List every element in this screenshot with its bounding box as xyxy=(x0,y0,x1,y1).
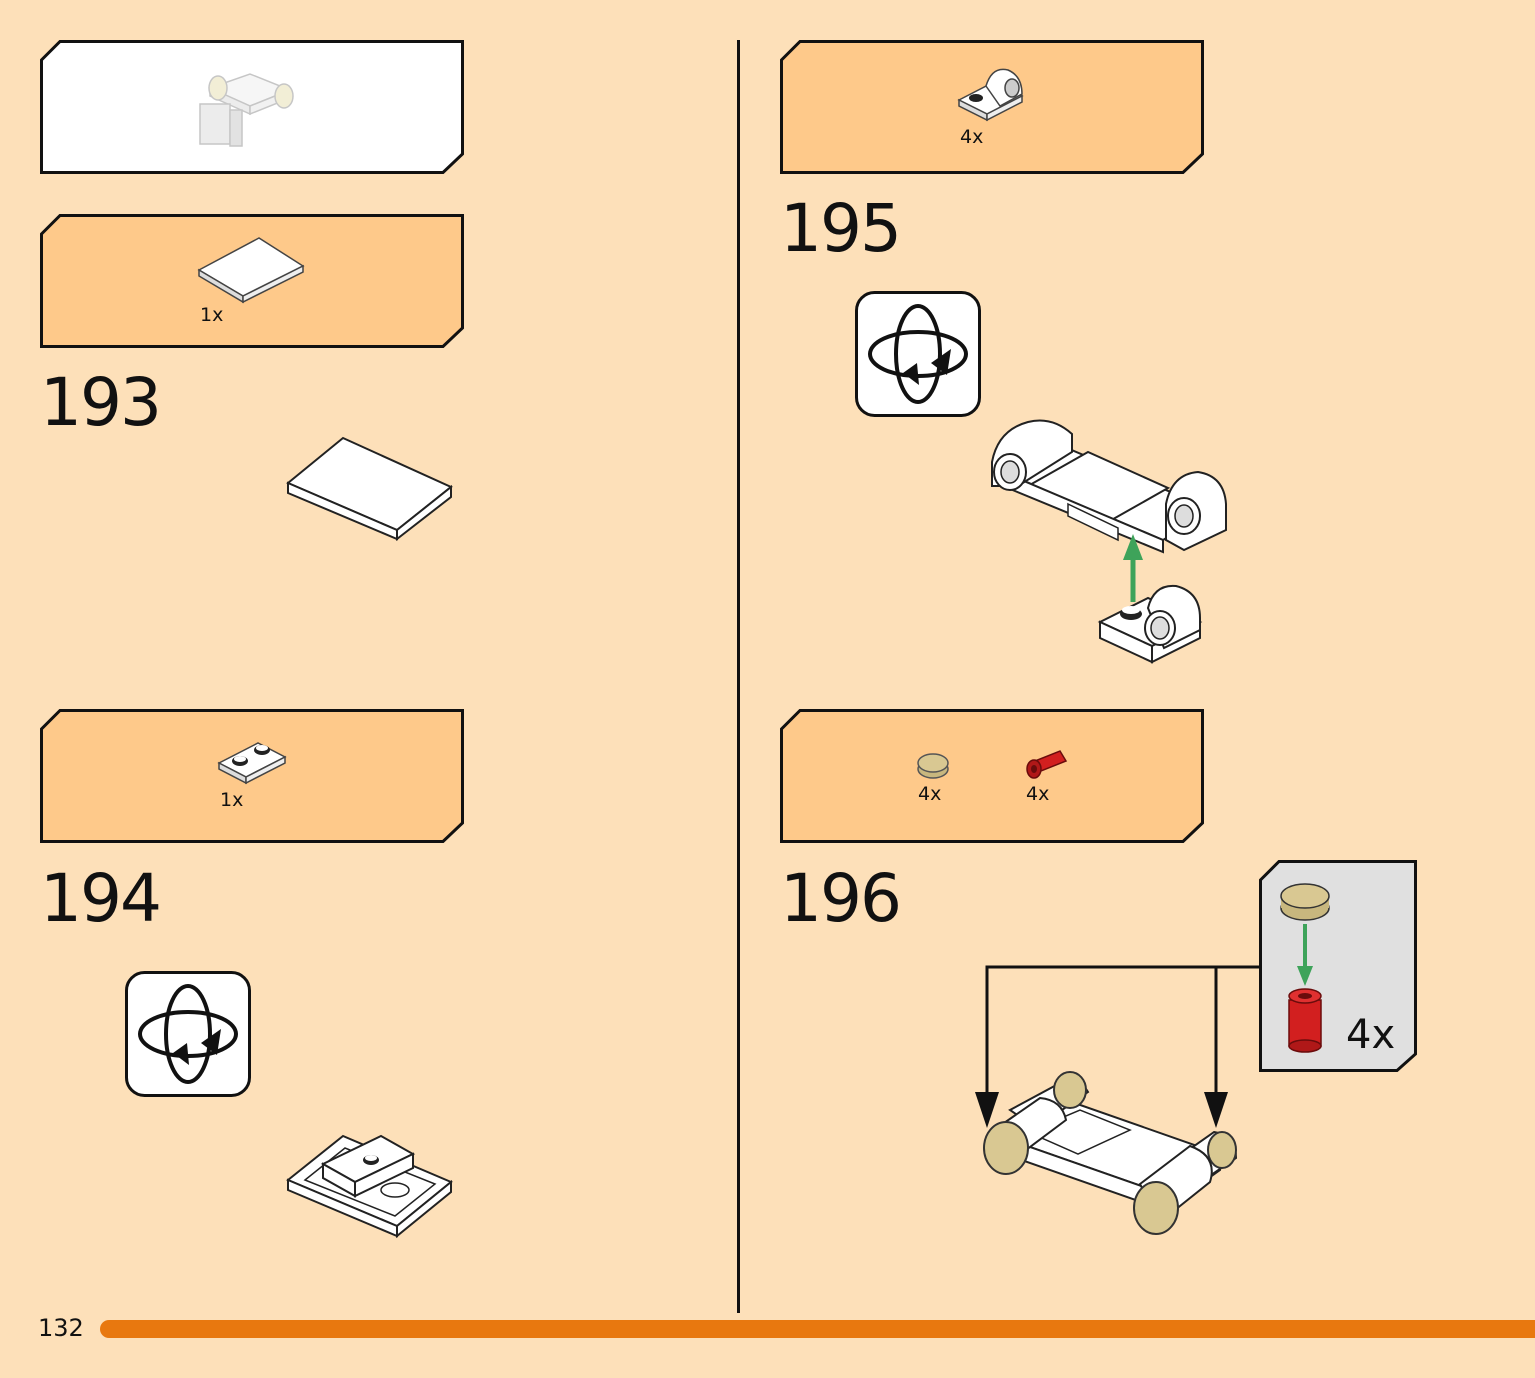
part-quantity: 1x xyxy=(220,789,244,811)
part-quantity: 4x xyxy=(918,783,942,805)
step-196-model xyxy=(975,965,1259,1235)
part-quantity: 1x xyxy=(200,304,224,326)
submodel-preview-icon xyxy=(199,73,294,147)
parts-box-step-196: 4x 4x xyxy=(780,709,1204,843)
red-pin-connector-icon xyxy=(1026,750,1068,779)
parts-box-step-194: 1x xyxy=(40,709,464,843)
rotate-model-icon xyxy=(125,971,251,1097)
callout-quantity: 4x xyxy=(1346,1012,1396,1058)
sub-assembly-callout xyxy=(1259,860,1417,1072)
column-divider xyxy=(737,40,740,1313)
parts-box-step-193: 1x xyxy=(40,214,464,348)
submodel-preview-box xyxy=(40,40,464,174)
step-number-195: 195 xyxy=(780,190,902,267)
tan-round-tile-icon xyxy=(917,753,949,779)
step-number-194: 194 xyxy=(40,860,162,937)
step-195-model xyxy=(991,419,1227,664)
part-quantity: 4x xyxy=(1026,783,1050,805)
part-quantity: 4x xyxy=(960,126,984,148)
white-tile-icon xyxy=(197,237,305,304)
parts-box-step-195: 4x xyxy=(780,40,1204,174)
step-number-196: 196 xyxy=(780,860,902,937)
white-plate-icon xyxy=(217,742,287,785)
step-193-model xyxy=(286,436,453,542)
white-plate-with-pin-hole-icon xyxy=(957,68,1024,122)
step-number-193: 193 xyxy=(40,364,162,441)
page-number: 132 xyxy=(38,1314,84,1342)
step-194-model xyxy=(286,1134,453,1239)
rotate-model-icon xyxy=(855,291,981,417)
page-progress-bar xyxy=(100,1320,1535,1338)
